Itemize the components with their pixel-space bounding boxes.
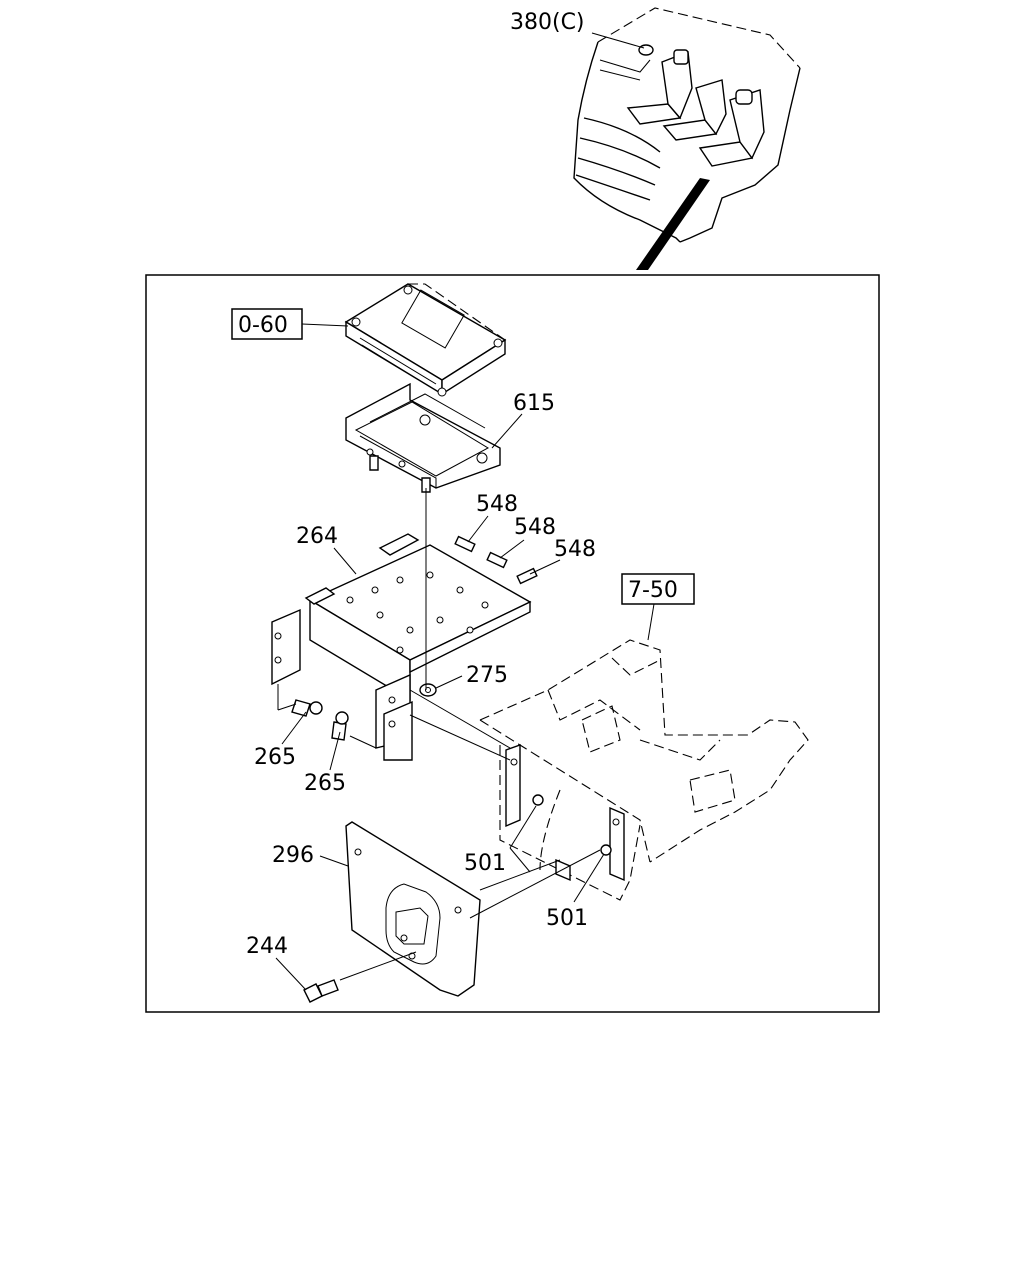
detail-frame <box>145 274 880 1013</box>
floor-panel-7-50 <box>479 639 809 901</box>
bolt-244 <box>303 979 339 1003</box>
label-nut-275: 275 <box>466 663 508 688</box>
label-nut-501-a: 501 <box>464 851 506 876</box>
label-bracket-615: 615 <box>513 391 555 416</box>
label-screw-265-a: 265 <box>254 745 296 770</box>
label-bracket-264: 264 <box>296 524 338 549</box>
assembly-lines <box>277 283 601 981</box>
cab-overview-illustration <box>573 7 801 270</box>
label-cover-296: 296 <box>272 843 314 868</box>
floor-ref-box <box>621 573 695 605</box>
clips-548 <box>454 535 538 585</box>
screws-265 <box>291 699 349 741</box>
label-cab-callout: 380(C) <box>510 10 585 35</box>
bracket-264 <box>271 533 532 761</box>
label-clip-548-a: 548 <box>476 492 518 517</box>
ecu-module <box>344 283 507 397</box>
nut-275 <box>419 683 437 697</box>
label-bolt-244: 244 <box>246 934 288 959</box>
leader-lines <box>275 32 655 991</box>
ecu-ref-box <box>231 308 303 340</box>
label-clip-548-c: 548 <box>554 537 596 562</box>
label-ecu-ref: 0-60 <box>238 313 288 338</box>
label-nut-501-b: 501 <box>546 906 588 931</box>
label-screw-265-b: 265 <box>304 771 346 796</box>
label-floor-ref: 7-50 <box>628 578 678 603</box>
label-clip-548-b: 548 <box>514 515 556 540</box>
cover-296 <box>345 821 481 997</box>
bracket-615 <box>345 382 501 493</box>
